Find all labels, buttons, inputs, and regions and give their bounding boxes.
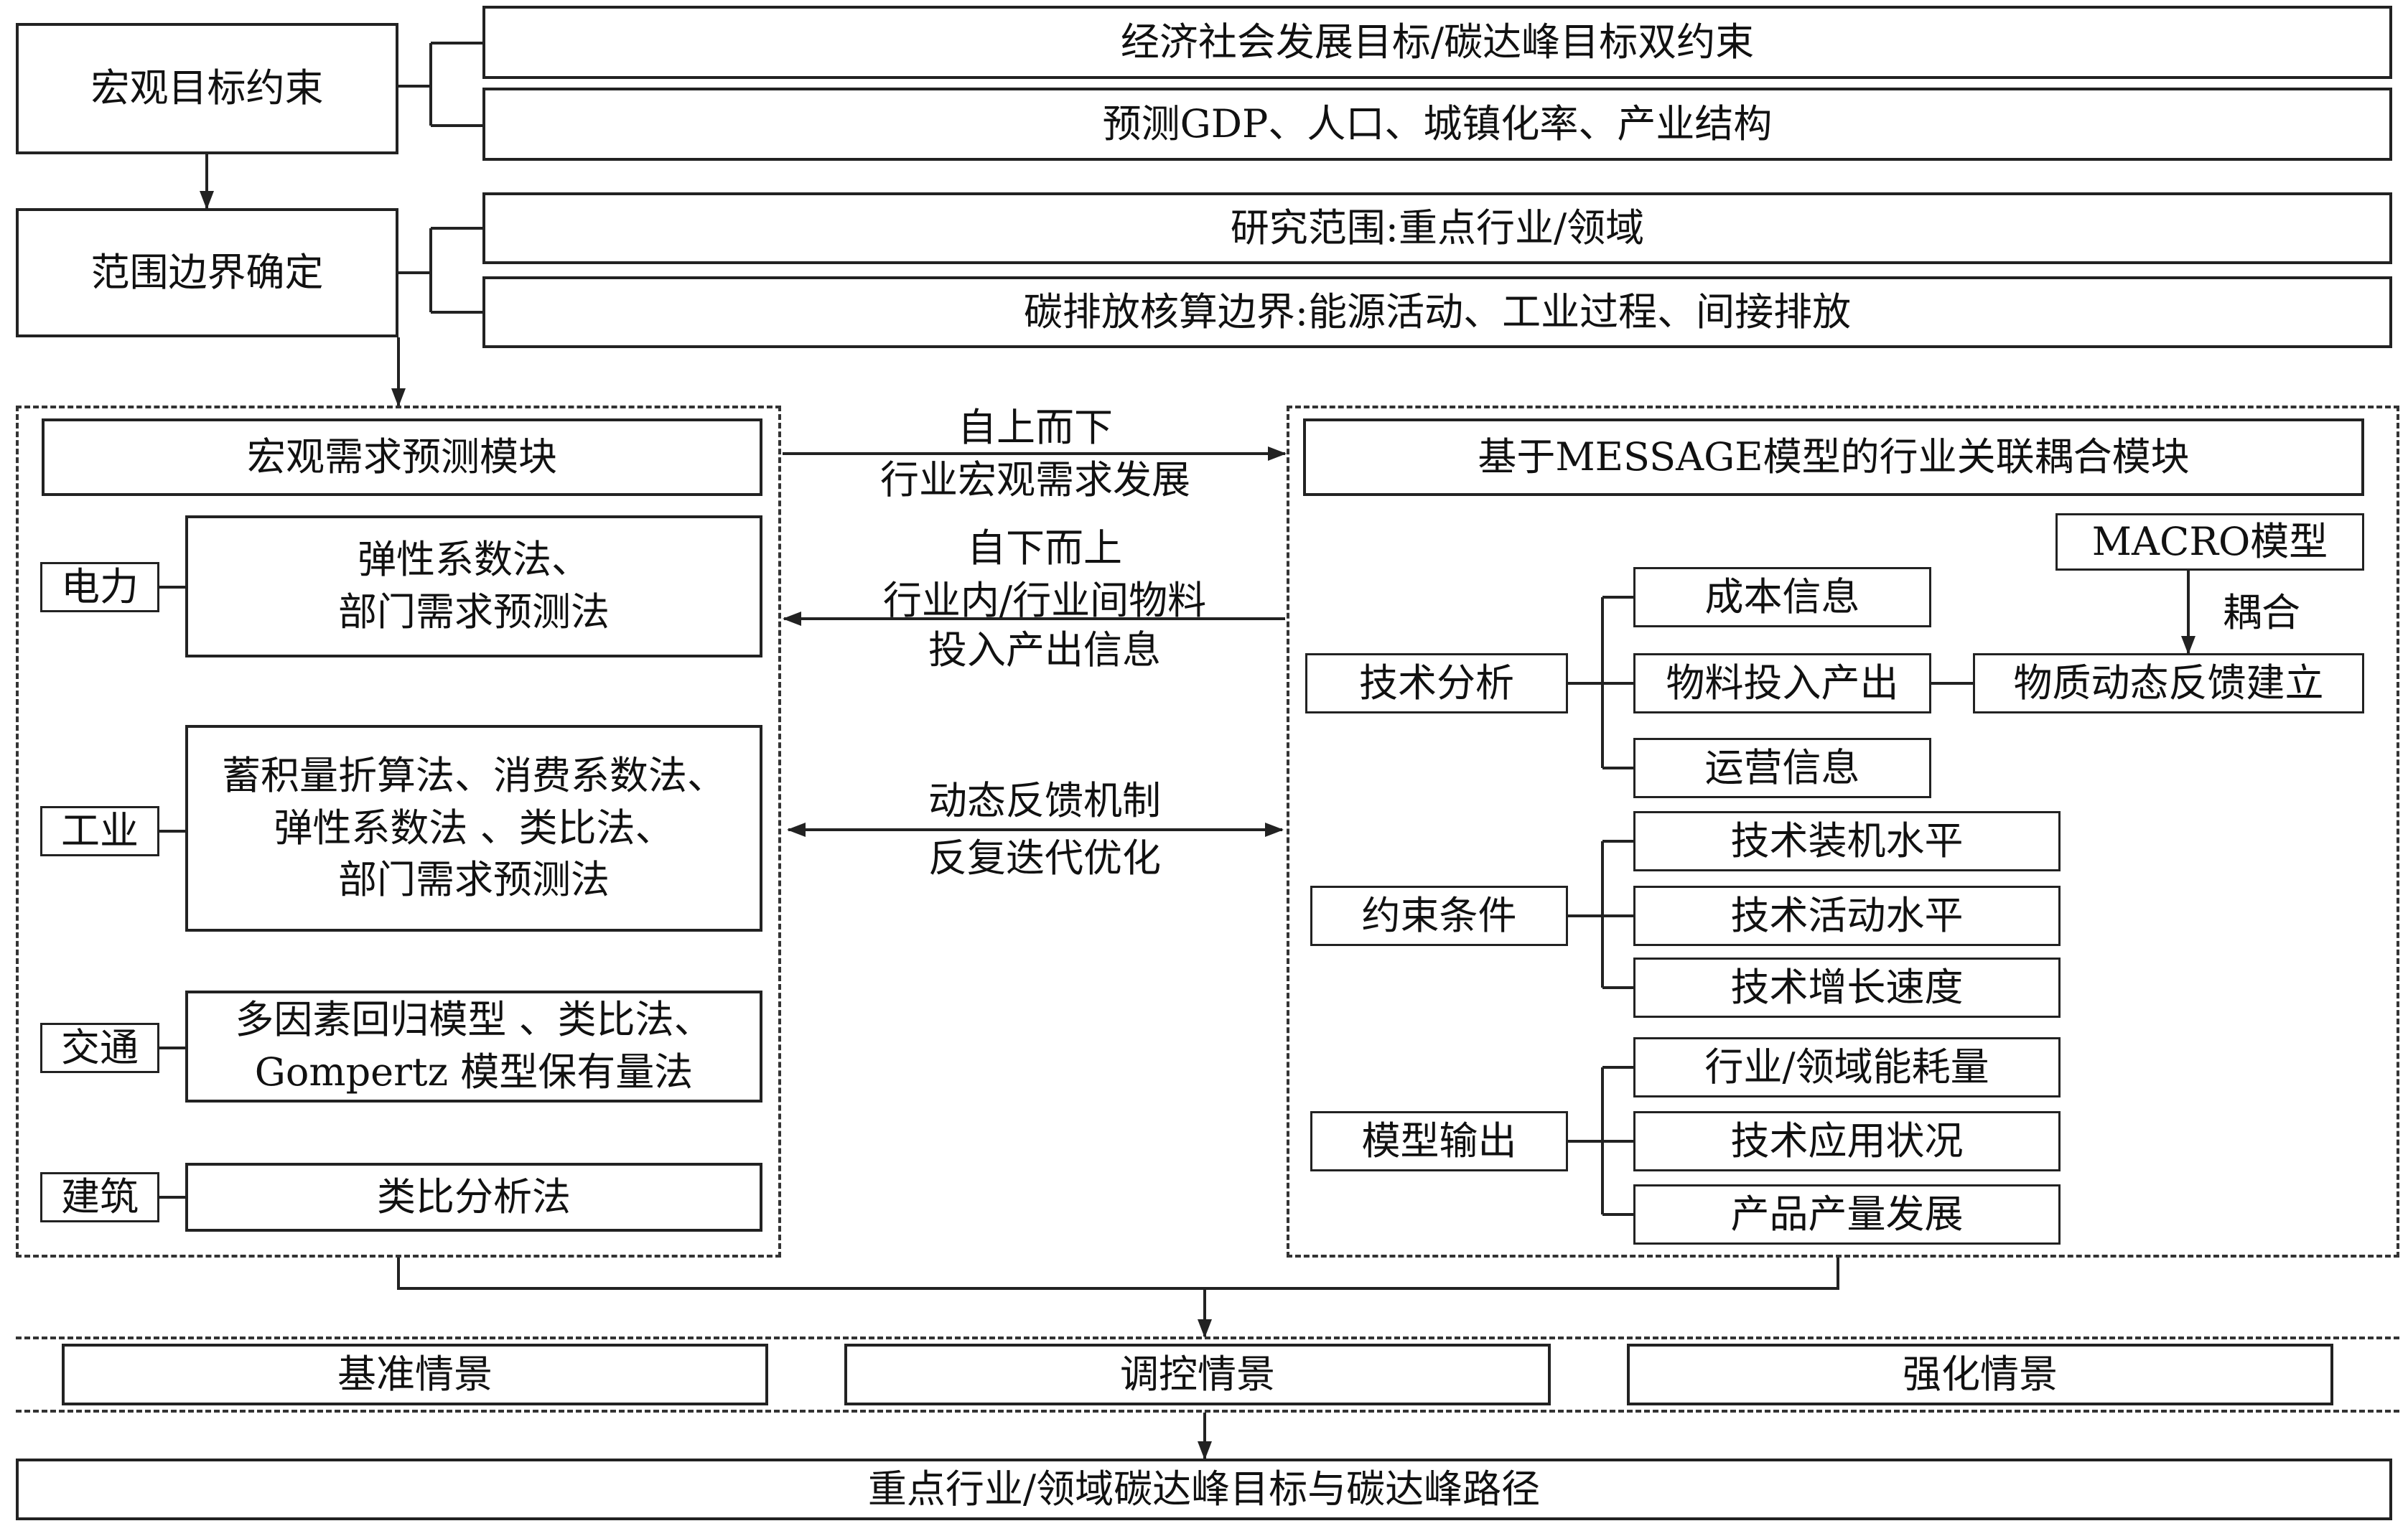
sector-transport: 交通	[40, 1023, 159, 1073]
material-io: 物料投入产出	[1633, 653, 1931, 713]
tech-capacity: 技术装机水平	[1633, 811, 2061, 871]
bracket-macro	[398, 42, 482, 127]
dual-constraint-box: 经济社会发展目标/碳达峰目标双约束	[482, 6, 2392, 79]
forecast-indicators-label: 预测GDP、人口、城镇化率、产业结构	[1102, 100, 1773, 146]
scenario-band	[16, 1337, 2399, 1413]
bottom-up-label: 自下而上 行业内/行业间物料	[883, 523, 1206, 627]
group-constraints-label: 约束条件	[1361, 892, 1517, 938]
scenario-regulated-label: 调控情景	[1120, 1351, 1275, 1397]
left-module-title: 宏观需求预测模块	[42, 418, 762, 496]
dual-constraint-label: 经济社会发展目标/碳达峰目标双约束	[1120, 19, 1755, 65]
bracket-tech-analysis	[1568, 596, 1633, 769]
operation-info: 运营信息	[1633, 738, 1931, 798]
tech-application: 技术应用状况	[1633, 1111, 2061, 1171]
accounting-boundary-box: 碳排放核算边界:能源活动、工业过程、间接排放	[482, 276, 2392, 348]
feedback-line-1: 动态反馈机制	[928, 778, 1161, 823]
transport-method-1: 多因素回归模型 、类比法、	[235, 997, 713, 1043]
macro-constraint-label: 宏观目标约束	[90, 65, 324, 111]
feedback-label-1: 动态反馈机制	[928, 775, 1161, 828]
sector-power: 电力	[40, 562, 159, 612]
group-tech-analysis-label: 技术分析	[1359, 660, 1514, 706]
bottom-up-label-3: 投入产出信息	[928, 624, 1161, 677]
feedback-line-2: 反复迭代优化	[928, 835, 1161, 881]
feedback-build-label: 物质动态反馈建立	[2013, 660, 2324, 706]
bottom-up-line-1: 自下而上	[966, 525, 1122, 571]
industry-methods: 蓄积量折算法、消费系数法、 弹性系数法 、类比法、 部门需求预测法	[185, 725, 762, 932]
building-methods: 类比分析法	[185, 1163, 762, 1232]
coupling-label: 耦合	[2223, 587, 2300, 640]
bracket-outputs	[1568, 1066, 1633, 1216]
building-method-1: 类比分析法	[377, 1174, 571, 1220]
scenario-baseline: 基准情景	[62, 1344, 768, 1405]
sector-building: 建筑	[40, 1172, 159, 1222]
right-module-title-label: 基于MESSAGE模型的行业关联耦合模块	[1478, 434, 2190, 479]
final-output-label: 重点行业/领域碳达峰目标与碳达峰路径	[867, 1466, 1541, 1512]
merge-line	[397, 1258, 1839, 1290]
research-scope-label: 研究范围:重点行业/领域	[1230, 205, 1645, 251]
tech-application-label: 技术应用状况	[1730, 1118, 1964, 1164]
group-outputs: 模型输出	[1310, 1111, 1568, 1171]
energy-consumption: 行业/领域能耗量	[1633, 1037, 2061, 1097]
coupling-text: 耦合	[2223, 590, 2300, 635]
sector-transport-label: 交通	[61, 1024, 139, 1070]
forecast-indicators-box: 预测GDP、人口、城镇化率、产业结构	[482, 88, 2392, 161]
top-down-line-1: 自上而下	[958, 405, 1113, 450]
scenario-baseline-label: 基准情景	[337, 1351, 493, 1397]
material-io-label: 物料投入产出	[1666, 660, 1899, 706]
macro-model-label: MACRO模型	[2091, 518, 2328, 564]
industry-method-3: 部门需求预测法	[338, 857, 610, 903]
bracket-boundary	[398, 227, 482, 314]
sector-industry-label: 工业	[61, 808, 139, 853]
operation-info-label: 运营信息	[1704, 744, 1860, 790]
macro-model-box: MACRO模型	[2055, 513, 2364, 571]
tech-growth-label: 技术增长速度	[1730, 964, 1964, 1010]
transport-method-2: Gompertz 模型保有量法	[254, 1049, 694, 1095]
cost-info: 成本信息	[1633, 567, 1931, 627]
bottom-up-line-3: 投入产出信息	[928, 627, 1161, 673]
cost-info-label: 成本信息	[1704, 574, 1860, 619]
scenario-enhanced: 强化情景	[1627, 1344, 2333, 1405]
research-scope-box: 研究范围:重点行业/领域	[482, 192, 2392, 264]
macro-constraint-box: 宏观目标约束	[16, 23, 398, 154]
bracket-constraints	[1568, 840, 1633, 989]
scenario-regulated: 调控情景	[844, 1344, 1551, 1405]
energy-consumption-label: 行业/领域能耗量	[1704, 1044, 1989, 1090]
power-method-2: 部门需求预测法	[338, 589, 610, 635]
industry-method-2: 弹性系数法 、类比法、	[274, 805, 674, 851]
tech-activity: 技术活动水平	[1633, 886, 2061, 946]
industry-method-1: 蓄积量折算法、消费系数法、	[222, 752, 726, 798]
boundary-label: 范围边界确定	[90, 249, 324, 295]
right-module-title: 基于MESSAGE模型的行业关联耦合模块	[1303, 418, 2364, 496]
top-down-label: 自上而下 行业宏观需求发展	[880, 402, 1190, 507]
boundary-box: 范围边界确定	[16, 208, 398, 337]
scenario-enhanced-label: 强化情景	[1903, 1351, 2058, 1397]
product-output: 产品产量发展	[1633, 1184, 2061, 1245]
sector-industry: 工业	[40, 806, 159, 856]
feedback-build-box: 物质动态反馈建立	[1973, 653, 2364, 713]
feedback-label-2: 反复迭代优化	[928, 833, 1161, 885]
sector-building-label: 建筑	[61, 1174, 139, 1220]
group-outputs-label: 模型输出	[1361, 1118, 1517, 1164]
power-method-1: 弹性系数法、	[358, 537, 590, 583]
bottom-up-line-2: 行业内/行业间物料	[882, 577, 1207, 623]
tech-capacity-label: 技术装机水平	[1730, 818, 1964, 863]
tech-growth: 技术增长速度	[1633, 958, 2061, 1018]
tech-activity-label: 技术活动水平	[1730, 892, 1964, 938]
group-constraints: 约束条件	[1310, 886, 1568, 946]
sector-power-label: 电力	[61, 563, 139, 609]
transport-methods: 多因素回归模型 、类比法、 Gompertz 模型保有量法	[185, 991, 762, 1103]
left-module-title-label: 宏观需求预测模块	[247, 434, 557, 479]
accounting-boundary-label: 碳排放核算边界:能源活动、工业过程、间接排放	[1023, 289, 1852, 334]
final-output-box: 重点行业/领域碳达峰目标与碳达峰路径	[16, 1459, 2392, 1520]
product-output-label: 产品产量发展	[1730, 1191, 1964, 1237]
left-module-frame	[16, 406, 781, 1258]
group-tech-analysis: 技术分析	[1305, 653, 1568, 713]
top-down-line-2: 行业宏观需求发展	[880, 457, 1190, 502]
power-methods: 弹性系数法、 部门需求预测法	[185, 515, 762, 657]
right-module-frame	[1287, 406, 2399, 1258]
